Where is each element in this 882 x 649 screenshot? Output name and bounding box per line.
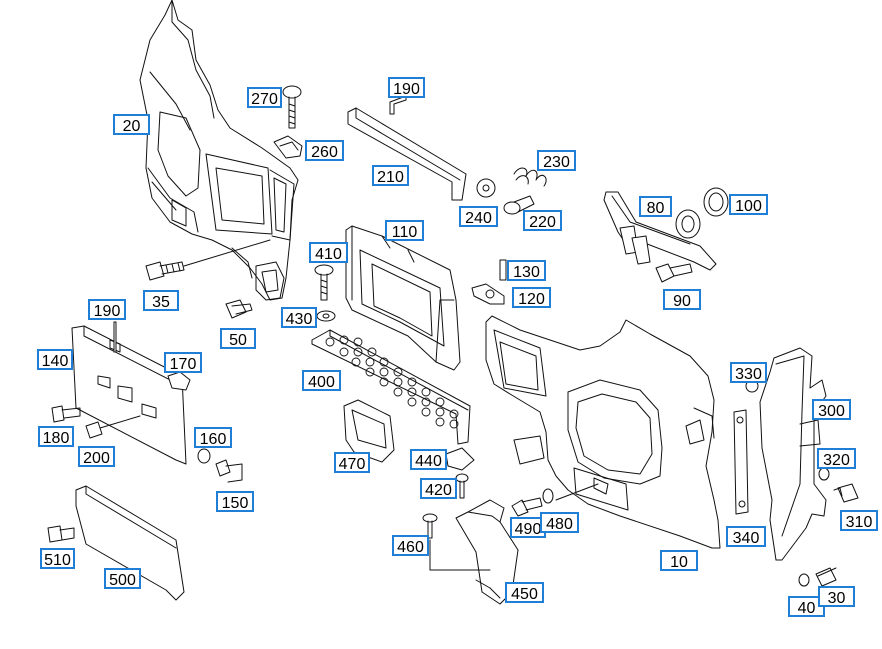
callout-330[interactable]: 330 xyxy=(730,362,767,383)
part-90-bolt xyxy=(655,263,693,283)
callout-150[interactable]: 150 xyxy=(216,491,254,512)
part-160-washer xyxy=(197,448,211,464)
part-430-washer xyxy=(316,310,336,322)
callout-190-left[interactable]: 190 xyxy=(88,299,126,320)
part-460-pin xyxy=(422,513,491,571)
part-300-bracket xyxy=(759,347,827,561)
part-35-screw xyxy=(145,239,271,281)
callout-220[interactable]: 220 xyxy=(523,210,562,231)
part-340-strap xyxy=(733,409,749,515)
part-310-bolt xyxy=(833,483,859,503)
part-110-center-bracket xyxy=(345,225,461,371)
callout-440[interactable]: 440 xyxy=(410,449,447,470)
part-120-clip xyxy=(471,283,505,305)
callout-200[interactable]: 200 xyxy=(78,446,115,467)
callout-180[interactable]: 180 xyxy=(38,426,74,447)
part-180-screw xyxy=(51,405,81,423)
callout-270[interactable]: 270 xyxy=(247,87,282,108)
callout-110[interactable]: 110 xyxy=(385,220,424,241)
part-490-bolt xyxy=(511,497,543,517)
callout-240[interactable]: 240 xyxy=(459,206,498,227)
callout-430[interactable]: 430 xyxy=(281,307,317,328)
part-440-clip xyxy=(445,447,475,471)
part-40-washer xyxy=(798,573,810,587)
part-270-screw xyxy=(282,85,302,129)
part-260-clip xyxy=(273,135,303,159)
callout-35[interactable]: 35 xyxy=(143,290,179,311)
callout-140[interactable]: 140 xyxy=(37,349,73,370)
part-410-screw xyxy=(314,264,334,301)
callout-260[interactable]: 260 xyxy=(305,140,344,161)
callout-450[interactable]: 450 xyxy=(505,582,544,603)
part-500-panel xyxy=(75,485,185,601)
part-230-spring xyxy=(513,167,547,187)
callout-230[interactable]: 230 xyxy=(537,150,576,171)
part-50-bolt xyxy=(225,299,253,319)
callout-100[interactable]: 100 xyxy=(729,194,768,215)
part-210-strip xyxy=(347,107,467,201)
part-400-step xyxy=(311,329,471,445)
part-420-screw xyxy=(455,473,469,499)
part-140-plate xyxy=(71,325,187,465)
callout-190-top[interactable]: 190 xyxy=(388,77,425,98)
part-200-nut xyxy=(85,415,141,439)
callout-10[interactable]: 10 xyxy=(660,550,698,571)
part-10-right-corner-panel xyxy=(485,315,721,549)
callout-210[interactable]: 210 xyxy=(372,165,409,186)
part-220-pin xyxy=(503,195,535,215)
part-240-washer xyxy=(476,178,496,198)
part-80-bracket xyxy=(603,191,717,271)
callout-300[interactable]: 300 xyxy=(812,399,851,420)
part-130-pin xyxy=(499,259,507,281)
part-470-trim-frame xyxy=(343,399,395,463)
callout-80[interactable]: 80 xyxy=(639,196,672,217)
callout-50[interactable]: 50 xyxy=(220,328,256,349)
callout-320[interactable]: 320 xyxy=(817,448,856,469)
part-450-bracket xyxy=(455,499,519,605)
callout-310[interactable]: 310 xyxy=(840,510,878,531)
part-20-left-corner-panel xyxy=(139,0,299,301)
part-510-screw xyxy=(47,525,75,543)
part-150-bolt xyxy=(215,459,243,483)
callout-420[interactable]: 420 xyxy=(420,478,457,499)
callout-120[interactable]: 120 xyxy=(512,287,551,308)
callout-90[interactable]: 90 xyxy=(663,289,701,310)
callout-40[interactable]: 40 xyxy=(788,596,825,617)
callout-170[interactable]: 170 xyxy=(164,352,202,373)
callout-510[interactable]: 510 xyxy=(40,548,75,569)
part-480-washer xyxy=(542,488,554,504)
callout-480[interactable]: 480 xyxy=(540,512,579,533)
callout-130[interactable]: 130 xyxy=(507,260,546,281)
callout-20[interactable]: 20 xyxy=(113,114,150,135)
callout-470[interactable]: 470 xyxy=(334,452,370,473)
callout-340[interactable]: 340 xyxy=(726,526,766,547)
part-100-ring xyxy=(675,187,729,239)
callout-160[interactable]: 160 xyxy=(194,427,232,448)
callout-500[interactable]: 500 xyxy=(104,568,141,589)
part-190-pin-left xyxy=(113,321,117,353)
callout-30[interactable]: 30 xyxy=(818,586,855,607)
callout-460[interactable]: 460 xyxy=(392,535,429,556)
part-30-bolt xyxy=(815,567,837,587)
callout-490[interactable]: 490 xyxy=(510,517,546,538)
callout-400[interactable]: 400 xyxy=(302,370,341,391)
callout-410[interactable]: 410 xyxy=(309,242,348,263)
